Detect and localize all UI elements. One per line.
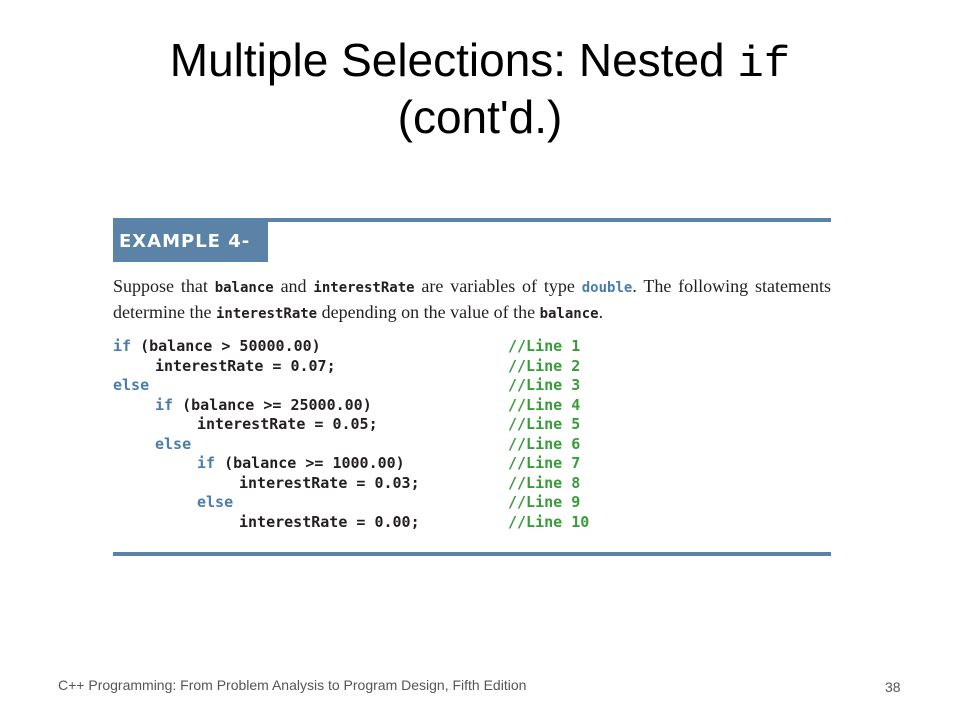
code-comment: //Line 7 [508, 454, 581, 472]
code-keyword: else [155, 434, 192, 453]
desc-code: interestRate [215, 306, 318, 322]
desc-code: balance [539, 306, 599, 322]
title-text: Multiple Selections: Nested [169, 34, 738, 86]
code-statement: interestRate = 0.07; [155, 357, 336, 377]
code-comment: //Line 8 [508, 473, 581, 492]
top-rule [113, 218, 831, 222]
code-rest: interestRate = 0.03; [239, 473, 420, 492]
title-code: if [737, 40, 791, 90]
code-statement: else [155, 435, 191, 455]
code-keyword: if [155, 395, 174, 414]
desc-code: balance [214, 280, 274, 296]
code-statement: else [113, 376, 149, 396]
desc-text: Suppose that [113, 276, 215, 296]
title-continued: (cont'd.) [397, 91, 563, 143]
code-line: else //Line 6 [113, 435, 831, 455]
code-line: interestRate = 0.05; //Line 5 [113, 415, 831, 435]
code-rest: (balance >= 1000.00) [215, 454, 405, 472]
code-statement: interestRate = 0.00; [239, 513, 420, 533]
code-block: if (balance > 50000.00) //Line 1 interes… [113, 337, 831, 532]
code-rest: (balance >= 25000.00) [173, 395, 372, 414]
code-keyword: if [113, 337, 132, 355]
code-statement: interestRate = 0.03; [239, 474, 420, 494]
code-line: if (balance >= 1000.00) //Line 7 [113, 454, 831, 474]
desc-text: . The following statements determine the [113, 276, 831, 322]
footer-citation: C++ Programming: From Problem Analysis t… [58, 677, 527, 693]
code-rest: (balance > 50000.00) [131, 337, 321, 355]
code-comment: //Line 1 [508, 337, 581, 355]
desc-text: . [598, 302, 604, 322]
desc-text: are variables of type [414, 276, 582, 296]
code-rest: interestRate = 0.05; [197, 415, 378, 433]
example-box: EXAMPLE 4-15 Suppose that balance and in… [113, 218, 831, 558]
example-description: Suppose that balance and interestRate ar… [113, 274, 831, 326]
code-statement: if (balance > 50000.00) [113, 337, 321, 357]
code-keyword: else [113, 376, 150, 394]
desc-code-keyword: double [581, 280, 633, 296]
desc-text: depending on the value of the [317, 302, 540, 322]
desc-code: interestRate [313, 280, 415, 296]
code-rest: interestRate = 0.07; [155, 356, 336, 375]
code-line: if (balance > 50000.00) //Line 1 [113, 337, 831, 357]
page-number: 38 [885, 679, 901, 695]
code-comment: //Line 5 [508, 415, 581, 433]
slide-title: Multiple Selections: Nested if (cont'd.) [60, 34, 900, 143]
code-rest: interestRate = 0.00; [239, 512, 420, 531]
code-line: interestRate = 0.07; //Line 2 [113, 357, 831, 377]
code-comment: //Line 9 [508, 493, 581, 511]
code-comment: //Line 4 [508, 395, 581, 414]
example-label: EXAMPLE 4-15 [113, 222, 268, 292]
code-statement: else [197, 493, 233, 513]
code-comment: //Line 10 [508, 512, 590, 531]
bottom-rule [113, 552, 831, 556]
code-statement: if (balance >= 1000.00) [197, 454, 405, 474]
code-comment: //Line 3 [508, 376, 581, 394]
code-line: if (balance >= 25000.00) //Line 4 [113, 396, 831, 416]
code-keyword: else [197, 493, 234, 511]
code-line: interestRate = 0.00; //Line 10 [113, 513, 831, 533]
code-statement: interestRate = 0.05; [197, 415, 378, 435]
code-comment: //Line 2 [508, 356, 581, 375]
code-line: else //Line 9 [113, 493, 831, 513]
code-keyword: if [197, 454, 216, 472]
code-line: interestRate = 0.03; //Line 8 [113, 474, 831, 494]
code-comment: //Line 6 [508, 434, 581, 453]
code-line: else //Line 3 [113, 376, 831, 396]
desc-text: and [273, 276, 314, 296]
code-statement: if (balance >= 25000.00) [155, 396, 372, 416]
